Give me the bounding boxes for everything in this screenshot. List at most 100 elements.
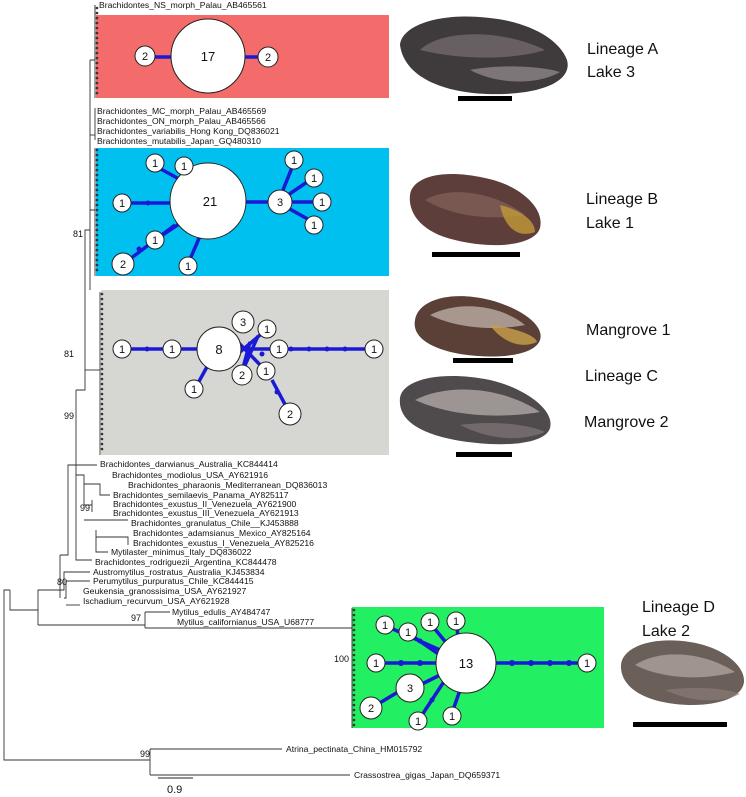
taxon-label: Brachidontes_modiolus_USA_AY621916	[112, 470, 268, 480]
tip-dot	[100, 307, 104, 311]
haplotype-count: 3	[240, 317, 246, 329]
haplotype-count: 1	[373, 658, 379, 670]
lineage-c-site-2: Mangrove 2	[584, 414, 669, 431]
taxon-label: Brachidontes_darwianus_Australia_KC84441…	[100, 459, 278, 469]
tip-dot	[352, 698, 356, 702]
tip-dot	[95, 16, 99, 20]
support-value: 81	[64, 349, 74, 359]
taxon-label: Brachidontes_semilaevis_Panama_AY825117	[113, 490, 289, 500]
tip-dot	[352, 628, 356, 632]
tip-dot	[100, 447, 104, 451]
tip-dot	[95, 268, 99, 272]
lineage-b-title: Lineage B	[586, 191, 658, 208]
tip-dot	[95, 86, 99, 90]
haplotype-count: 1	[382, 620, 388, 632]
mussel-shell-a	[400, 16, 568, 101]
tip-dot	[100, 292, 104, 296]
tip-dot	[95, 51, 99, 55]
tip-dot	[100, 412, 104, 416]
tip-dot	[100, 357, 104, 361]
haplotype-network-c: 8 1 1 1 3 1 2 1 1 1 2	[112, 310, 384, 426]
tip-dot	[100, 397, 104, 401]
tip-dot	[100, 387, 104, 391]
tip-dot	[95, 238, 99, 242]
tree-branches	[3, 5, 353, 776]
taxon-label: Perumytilus_purpuratus_Chile_KC844415	[93, 576, 254, 586]
tip-dot	[352, 633, 356, 637]
tip-dot	[95, 6, 99, 10]
tip-dot	[95, 31, 99, 35]
tip-dot	[95, 178, 99, 182]
taxon-label: Ischadium_recurvum_USA_AY621928	[83, 596, 230, 606]
tip-dot	[100, 337, 104, 341]
tip-dot	[95, 243, 99, 247]
tip-dot	[100, 352, 104, 356]
mussel-shell-c1	[414, 296, 541, 363]
tip-dot	[95, 26, 99, 30]
tip-dot	[352, 643, 356, 647]
tip-dot	[100, 297, 104, 301]
taxon-label: Crassostrea_gigas_Japan_DQ659371	[354, 770, 500, 780]
mussel-shell-b	[409, 174, 541, 257]
taxon-label: Brachidontes_exustus_III_Venezuela_AY621…	[113, 508, 299, 518]
tip-dot	[95, 46, 99, 50]
tip-dot	[100, 362, 104, 366]
support-value: 81	[73, 229, 83, 239]
tip-dot	[95, 41, 99, 45]
tip-dot	[100, 342, 104, 346]
tip-dot	[95, 193, 99, 197]
tip-dot	[352, 638, 356, 642]
tip-dot	[95, 233, 99, 237]
tip-dot	[100, 312, 104, 316]
tip-dot	[100, 427, 104, 431]
scale-bar-label: 0.9	[167, 784, 182, 796]
tip-dot	[352, 648, 356, 652]
haplotype-count: 1	[152, 158, 158, 170]
haplotype-network-a: 17 2 2	[134, 18, 279, 94]
tip-dot	[100, 372, 104, 376]
haplotype-count: 2	[239, 370, 245, 382]
haplotype-count: 1	[405, 627, 411, 639]
haplotype-count: 1	[264, 324, 270, 336]
haplotype-count: 1	[453, 616, 459, 628]
tip-dot	[95, 258, 99, 262]
haplotype-count: 2	[142, 51, 148, 63]
scale-bar: 0.9	[158, 777, 193, 796]
tip-dot	[95, 81, 99, 85]
tip-dot	[100, 392, 104, 396]
tip-dot	[352, 713, 356, 717]
tip-dot	[95, 253, 99, 257]
haplotype-count: 1	[119, 344, 125, 356]
haplotype-count: 8	[215, 342, 222, 357]
lineage-a-title: Lineage A	[587, 41, 659, 58]
tip-dot	[352, 688, 356, 692]
haplotype-count: 2	[287, 409, 293, 421]
haplotype-count: 1	[311, 173, 317, 185]
haplotype-count: 1	[181, 161, 187, 173]
taxon-label: Brachidontes_variabilis_Hong Kong_DQ8360…	[97, 126, 280, 136]
tip-dot	[100, 442, 104, 446]
tip-dot	[95, 11, 99, 15]
tip-dot	[95, 213, 99, 217]
haplotype-count: 1	[584, 658, 590, 670]
taxon-label: Mytilus_californianus_USA_U68777	[177, 617, 314, 627]
tip-dot	[95, 153, 99, 157]
lineage-d-title: Lineage D	[642, 599, 715, 616]
tip-dot	[352, 693, 356, 697]
tip-dot	[95, 168, 99, 172]
taxon-label: Brachidontes_mutabilis_Japan_GQ480310	[97, 136, 261, 146]
tip-dot	[352, 623, 356, 627]
taxon-label: Brachidontes_exustus_I_Venezuela_AY82521…	[133, 538, 314, 548]
lineage-c-title: Lineage C	[585, 368, 658, 385]
haplotype-count: 1	[291, 155, 297, 167]
tip-dot	[95, 173, 99, 177]
tip-dot	[100, 382, 104, 386]
mussel-shell-c2	[399, 376, 551, 457]
lineage-labels: Lineage A Lake 3 Lineage B Lake 1 Mangro…	[584, 41, 715, 640]
haplotype-count: 21	[203, 194, 217, 209]
tip-dot	[100, 322, 104, 326]
tip-dot	[100, 432, 104, 436]
tip-dot	[95, 263, 99, 267]
lineage-d-site: Lake 2	[642, 623, 690, 640]
taxon-label: Brachidontes_granulatus_Chile__KJ453888	[131, 518, 299, 528]
